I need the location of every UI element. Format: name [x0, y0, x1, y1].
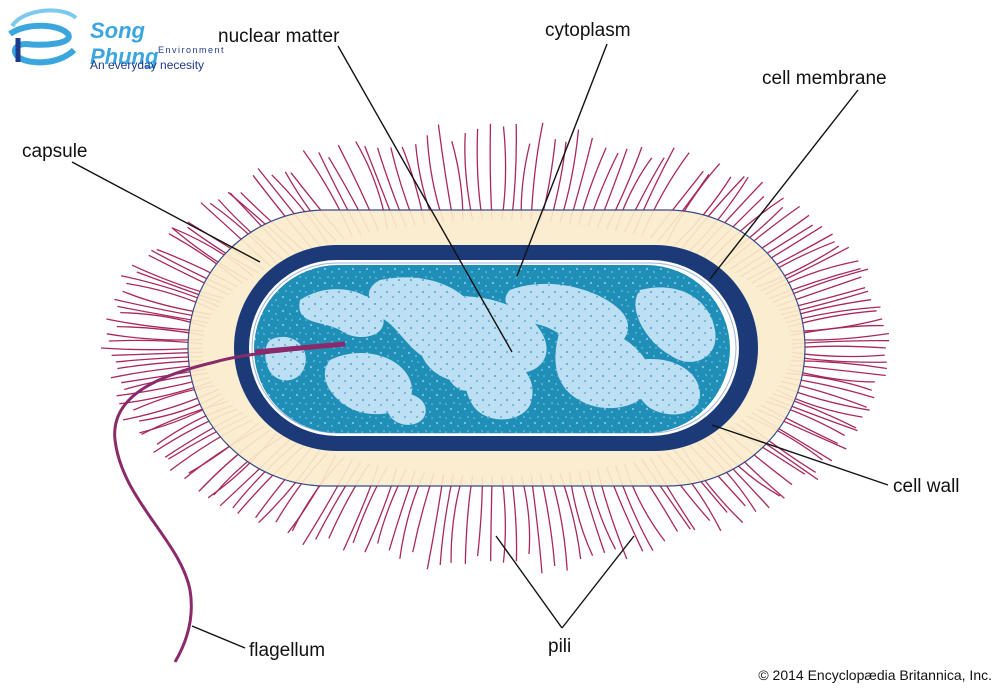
pilus-strand	[490, 475, 493, 562]
pilus-strand	[501, 126, 507, 221]
pilus-strand	[791, 339, 890, 345]
label-cell-wall: cell wall	[893, 476, 960, 497]
logo-swirl-icon	[8, 8, 78, 66]
brand-logo: Song Phung Environment An everyday neces…	[4, 4, 224, 74]
logo-subtitle: Environment	[158, 45, 226, 55]
pilus-strand	[559, 129, 580, 224]
label-nuclear-matter: nuclear matter	[218, 26, 340, 47]
pilus-strand	[476, 475, 484, 557]
leader-pili-right	[561, 535, 635, 629]
logo-title: Song Phung	[90, 18, 159, 69]
pilus-strand	[530, 475, 543, 574]
flagellum	[113, 342, 346, 663]
leader-capsule	[71, 161, 261, 263]
pilus-strand	[540, 474, 556, 567]
label-cell-membrane: cell membrane	[762, 68, 887, 89]
label-pili: pili	[548, 636, 572, 657]
leader-flagellum	[191, 625, 246, 649]
pilus-strand	[791, 345, 886, 349]
pilus-strand	[510, 475, 518, 562]
pilus-strand	[791, 351, 885, 358]
pilus-strand	[476, 128, 484, 221]
pilus-strand	[437, 124, 454, 222]
leader-pili-left	[495, 535, 563, 629]
pilus-strand	[520, 475, 531, 555]
pilus-strand	[520, 143, 531, 221]
pilus-strand	[489, 123, 493, 221]
leader-cell-membrane	[709, 89, 859, 280]
pilus-strand	[510, 123, 517, 221]
pilus-strand	[530, 122, 544, 221]
leader-cell-wall	[711, 424, 889, 486]
leader-lines	[71, 43, 889, 649]
pilus-strand	[450, 474, 464, 563]
label-flagellum: flagellum	[249, 640, 326, 661]
pilus-strand	[451, 141, 464, 221]
pilus-strand	[464, 133, 474, 221]
pilus-strand	[501, 475, 507, 563]
pilus-strand	[791, 332, 889, 341]
copyright-notice: © 2014 Encyclopædia Britannica, Inc.	[758, 667, 992, 683]
pilus-strand	[100, 347, 203, 351]
pilus-strand	[464, 475, 474, 564]
label-cytoplasm: cytoplasm	[545, 20, 631, 41]
nuclear-matter	[265, 277, 716, 425]
logo-tagline: An everyday necesity	[90, 58, 205, 72]
leader-nuclear-matter	[337, 45, 513, 353]
leader-cytoplasm	[516, 43, 608, 277]
label-capsule: capsule	[22, 141, 88, 162]
